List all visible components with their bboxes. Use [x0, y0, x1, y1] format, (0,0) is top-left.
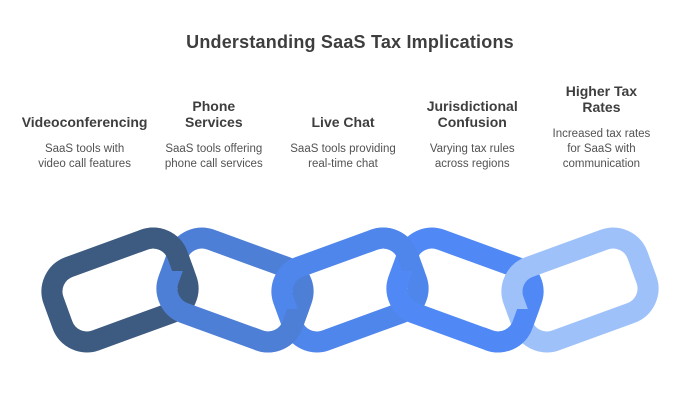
chain-weave-patch-1 [139, 227, 199, 271]
column-heading: Videoconferencing [21, 114, 148, 130]
chain-weave-patch-4 [484, 309, 544, 353]
chain-links-illustration [41, 227, 659, 353]
chain-weave-patch-3 [369, 227, 429, 271]
column-heading: Live Chat [311, 114, 375, 130]
column-live-chat: Live Chat SaaS tools providing real-time… [278, 114, 407, 172]
column-videoconferencing: Videoconferencing SaaS tools with video … [20, 114, 149, 172]
chain-weave-patch-2 [254, 309, 314, 353]
column-description: SaaS tools with video call features [38, 143, 131, 170]
column-description: SaaS tools providing real-time chat [290, 143, 396, 170]
column-description: Increased tax rates for SaaS with commun… [552, 128, 651, 170]
column-description: Varying tax rules across regions [429, 143, 515, 170]
column-jurisdictional-confusion: Jurisdictional Confusion Varying tax rul… [408, 98, 537, 172]
page-title: Understanding SaaS Tax Implications [186, 32, 514, 52]
column-heading: Jurisdictional Confusion [426, 98, 518, 130]
column-phone-services: Phone Services SaaS tools offering phone… [149, 98, 278, 172]
column-description: SaaS tools offering phone call services [164, 143, 263, 170]
columns-row: Videoconferencing SaaS tools with video … [20, 58, 666, 172]
column-heading: Higher Tax Rates [565, 83, 638, 115]
column-higher-tax-rates: Higher Tax Rates Increased tax rates for… [537, 83, 666, 172]
column-heading: Phone Services [185, 98, 243, 130]
